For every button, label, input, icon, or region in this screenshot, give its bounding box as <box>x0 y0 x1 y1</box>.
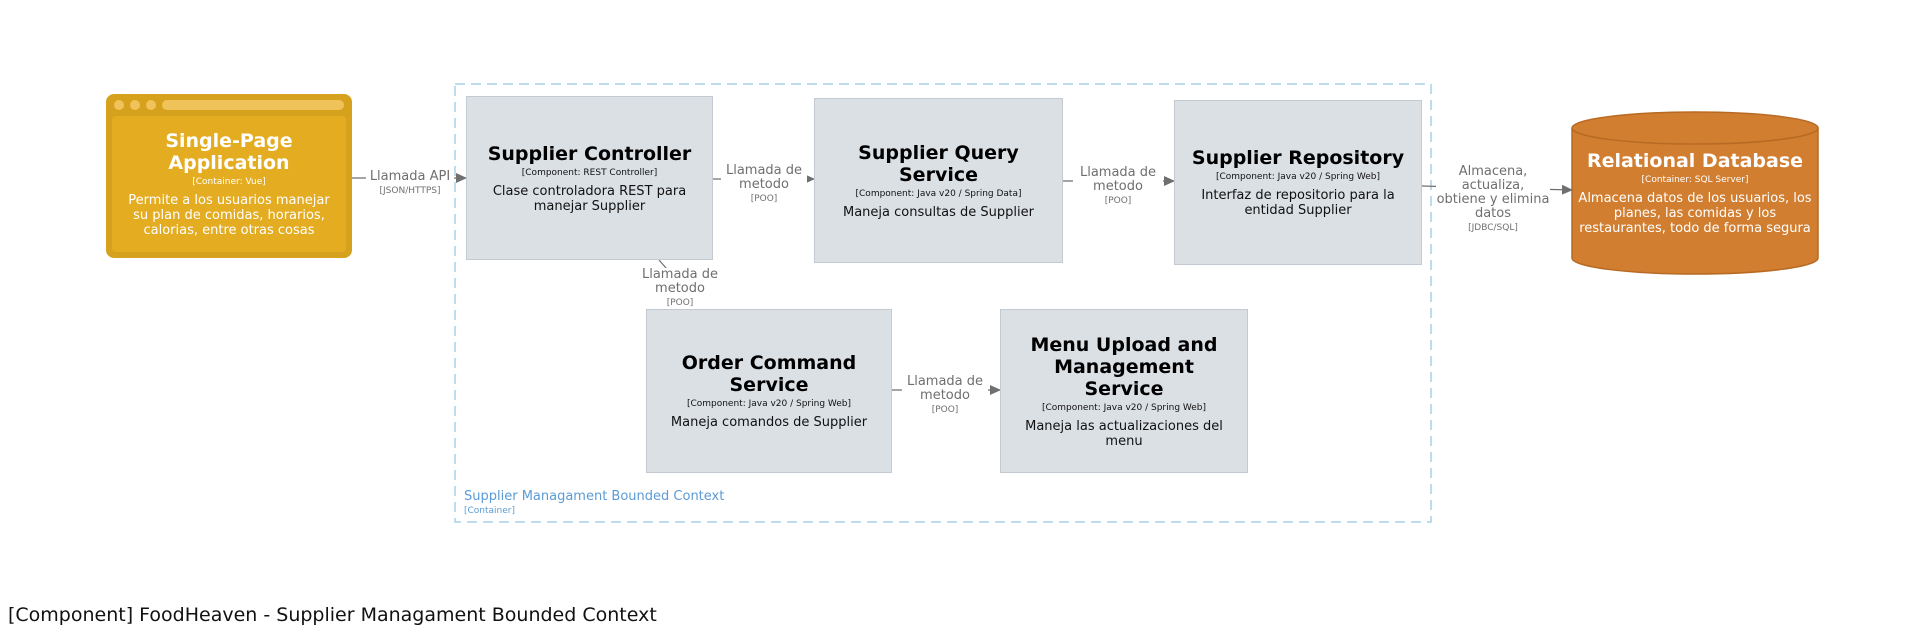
diagram-title: [Component] FoodHeaven - Supplier Managa… <box>8 604 657 626</box>
edge-label-text: Llamada de metodo <box>725 163 803 192</box>
edge-label-controller-query: Llamada de metodo [POO] <box>721 164 807 205</box>
edge-label-controller-order: Llamada de metodo [POO] <box>634 268 726 309</box>
supplier-controller-node[interactable]: Supplier Controller [Component: REST Con… <box>466 96 713 260</box>
supplier-controller-description: Clase controladora REST para manejar Sup… <box>492 183 687 214</box>
spa-tech: [Container: Vue] <box>192 177 266 187</box>
edge-label-text: Llamada de metodo <box>641 267 719 296</box>
edge-label-tech: [POO] <box>666 298 694 308</box>
window-dot-icon <box>130 100 140 110</box>
edge-label-spa-controller: Llamada API [JSON/HTTPS] <box>366 170 454 197</box>
supplier-repository-tech: [Component: Java v20 / Spring Web] <box>1215 172 1381 182</box>
edge-label-repository-db: Almacena, actualiza, obtiene y elimina d… <box>1436 165 1550 234</box>
spa-title: Single-Page Application <box>165 130 293 174</box>
window-dot-icon <box>114 100 124 110</box>
supplier-query-service-description: Maneja consultas de Supplier <box>842 204 1034 220</box>
edge-label-order-menu: Llamada de metodo [POO] <box>902 375 988 416</box>
boundary-kind: [Container] <box>464 506 516 516</box>
supplier-controller-title: Supplier Controller <box>487 142 692 165</box>
boundary-label: Supplier Managament Bounded Context [Con… <box>464 489 724 517</box>
edge-label-text: Llamada de metodo <box>1079 165 1157 194</box>
relational-database-node[interactable]: Relational Database [Container: SQL Serv… <box>1572 150 1818 236</box>
order-command-service-title: Order Command Service <box>681 352 857 396</box>
menu-upload-service-description: Maneja las actualizaciones del menu <box>1025 418 1223 449</box>
supplier-controller-tech: [Component: REST Controller] <box>521 167 658 178</box>
edge-label-tech: [JDBC/SQL] <box>1468 223 1518 233</box>
menu-upload-service-title: Menu Upload and Management Service <box>1030 333 1218 400</box>
supplier-repository-node[interactable]: Supplier Repository [Component: Java v20… <box>1174 100 1422 265</box>
edge-label-tech: [JSON/HTTPS] <box>379 186 441 196</box>
spa-description: Permite a los usuarios manejar su plan d… <box>128 193 330 238</box>
order-command-service-node[interactable]: Order Command Service [Component: Java v… <box>646 309 892 473</box>
boundary-name: Supplier Managament Bounded Context <box>464 489 725 504</box>
database-cylinder <box>1571 111 1819 275</box>
supplier-query-service-title: Supplier Query Service <box>858 141 1019 186</box>
edge-label-query-repository: Llamada de metodo [POO] <box>1073 166 1163 207</box>
order-command-service-description: Maneja comandos de Supplier <box>670 415 868 430</box>
window-title-bar <box>162 100 344 110</box>
supplier-query-service-tech: [Component: Java v20 / Spring Data] <box>855 188 1022 199</box>
window-dot-icon <box>146 100 156 110</box>
boundary-box <box>454 83 1432 523</box>
edge-label-tech: [POO] <box>750 194 778 204</box>
spa-node[interactable]: Single-Page Application [Container: Vue]… <box>106 94 352 258</box>
edge-label-tech: [POO] <box>931 405 959 415</box>
supplier-query-service-node[interactable]: Supplier Query Service [Component: Java … <box>814 98 1063 263</box>
relational-database-tech: [Container: SQL Server] <box>1641 175 1749 185</box>
menu-upload-service-tech: [Component: Java v20 / Spring Web] <box>1041 402 1207 413</box>
edge-label-text: Llamada de metodo <box>906 374 984 403</box>
edge-label-text: Almacena, actualiza, obtiene y elimina d… <box>1436 164 1550 221</box>
edge-label-text: Llamada API <box>369 169 451 184</box>
relational-database-description: Almacena datos de los usuarios, los plan… <box>1578 191 1812 236</box>
supplier-repository-description: Interfaz de repositorio para la entidad … <box>1201 188 1395 218</box>
supplier-repository-title: Supplier Repository <box>1191 147 1405 169</box>
order-command-service-tech: [Component: Java v20 / Spring Web] <box>686 399 852 409</box>
relational-database-title: Relational Database <box>1586 150 1804 172</box>
menu-upload-service-node[interactable]: Menu Upload and Management Service [Comp… <box>1000 309 1248 473</box>
edge-label-tech: [POO] <box>1104 196 1132 206</box>
